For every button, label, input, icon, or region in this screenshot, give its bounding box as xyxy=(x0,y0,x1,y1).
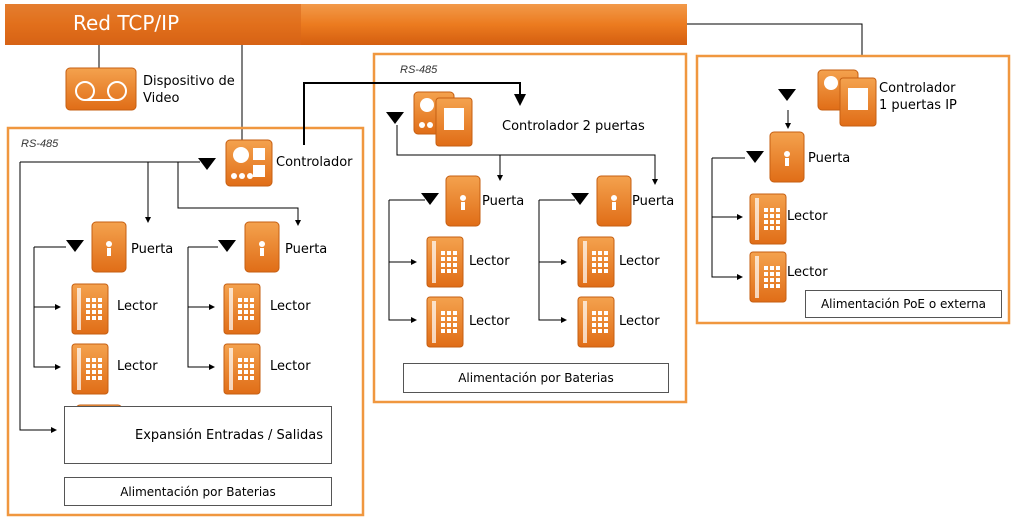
power-box-right: Alimentación PoE o externa xyxy=(805,290,1002,318)
lock-triangle-icon xyxy=(66,240,84,252)
power-box-middle: Alimentación por Baterias xyxy=(403,363,669,393)
video-device-icon xyxy=(65,67,137,111)
expansion-label: Expansión Entradas / Salidas xyxy=(134,427,323,443)
controller2-label: Controlador 2 puertas xyxy=(502,119,645,134)
controller-label: Controlador xyxy=(276,155,353,170)
lock-triangle-icon xyxy=(198,158,216,170)
lock-triangle-icon xyxy=(571,193,589,205)
reader-icon xyxy=(749,193,787,245)
panel-right xyxy=(695,54,1011,325)
door-label: Puerta xyxy=(482,194,525,209)
controller-ip-label: Controlador 1 puertas IP xyxy=(879,81,957,113)
network-bar xyxy=(5,4,687,45)
lock-triangle-icon xyxy=(421,193,439,205)
lock-triangle-icon xyxy=(218,240,236,252)
controller-icon xyxy=(225,139,273,187)
reader-label: Lector xyxy=(787,209,828,224)
power-label: Alimentación por Baterias xyxy=(120,484,276,499)
panel-middle xyxy=(372,52,688,404)
door-label: Puerta xyxy=(632,194,675,209)
power-poe-label: Alimentación PoE o externa xyxy=(820,297,987,311)
reader-label: Lector xyxy=(619,314,660,329)
reader-label: Lector xyxy=(787,265,828,280)
reader-icon xyxy=(426,296,464,348)
reader-icon xyxy=(223,283,261,335)
door-icon xyxy=(596,175,632,227)
door-label: Puerta xyxy=(131,242,174,257)
reader-label: Lector xyxy=(270,359,311,374)
lock-triangle-icon xyxy=(386,112,404,124)
power-box-left: Alimentación por Baterias xyxy=(64,477,332,506)
reader-icon xyxy=(426,236,464,288)
reader-label: Lector xyxy=(469,254,510,269)
controller-icon xyxy=(817,69,877,127)
rs485-label-middle: RS-485 xyxy=(400,64,438,76)
power-label: Alimentación por Baterias xyxy=(458,371,614,385)
panel-left xyxy=(6,126,365,517)
reader-label: Lector xyxy=(117,299,158,314)
lock-triangle-icon xyxy=(778,89,796,101)
page-title: Red TCP/IP xyxy=(73,11,180,35)
reader-label: Lector xyxy=(469,314,510,329)
door-icon xyxy=(769,131,805,183)
door-icon xyxy=(445,175,481,227)
expansion-box: Expansión Entradas / Salidas xyxy=(64,406,332,464)
door-label: Puerta xyxy=(808,151,851,166)
reader-icon xyxy=(749,251,787,303)
lock-triangle-icon xyxy=(746,151,764,163)
reader-label: Lector xyxy=(270,299,311,314)
reader-label: Lector xyxy=(619,254,660,269)
reader-icon xyxy=(577,236,615,288)
door-icon xyxy=(91,221,127,273)
door-label: Puerta xyxy=(285,242,328,257)
controller-icon xyxy=(413,91,473,147)
reader-icon xyxy=(577,296,615,348)
video-device-label: Dispositivo de Video xyxy=(143,74,235,106)
rs485-label-left: RS-485 xyxy=(21,138,59,150)
door-icon xyxy=(244,221,280,273)
reader-icon xyxy=(223,343,261,395)
reader-icon xyxy=(71,283,109,335)
reader-label: Lector xyxy=(117,359,158,374)
reader-icon xyxy=(71,343,109,395)
